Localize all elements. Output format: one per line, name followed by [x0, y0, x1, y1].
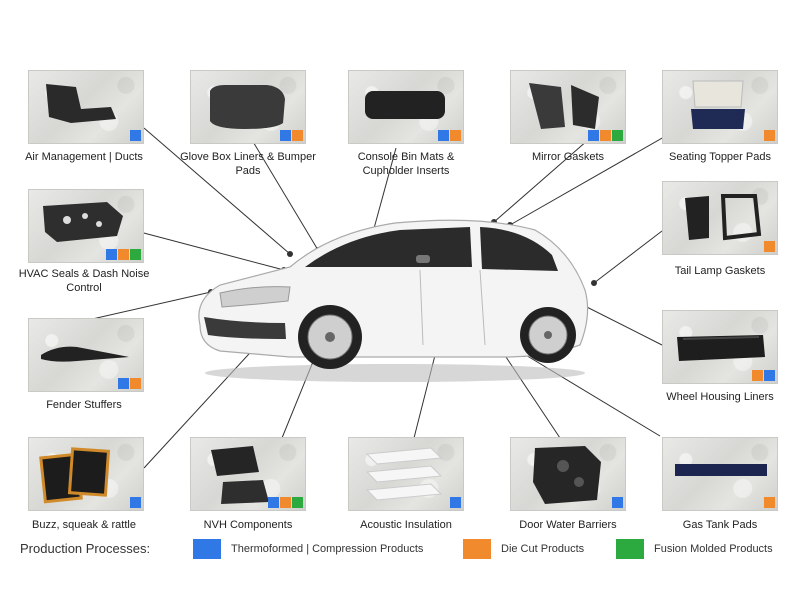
- process-badge-thermoformed: [764, 370, 775, 381]
- hvac-seal-image: [43, 202, 123, 242]
- label-door-water: Door Water Barriers: [519, 519, 617, 531]
- process-badges: [130, 497, 141, 508]
- label-acoustic-insulation: Acoustic Insulation: [360, 519, 452, 531]
- car-illustration: [198, 219, 589, 382]
- wheel-housing-liner-image: [677, 335, 765, 361]
- tile-gas-tank[interactable]: [662, 437, 778, 511]
- process-badges: [280, 130, 303, 141]
- process-badges: [764, 130, 775, 141]
- process-badge-die-cut: [764, 130, 775, 141]
- process-badge-die-cut: [600, 130, 611, 141]
- tile-mirror-gaskets[interactable]: [510, 70, 626, 144]
- process-badges: [268, 497, 303, 508]
- label-gas-tank: Gas Tank Pads: [682, 519, 758, 531]
- process-badges: [764, 241, 775, 252]
- process-badge-thermoformed: [130, 130, 141, 141]
- tile-glove-box[interactable]: [190, 70, 306, 144]
- process-badges: [764, 497, 775, 508]
- process-badge-thermoformed: [588, 130, 599, 141]
- label-mirror-gaskets: Mirror Gaskets: [531, 151, 605, 163]
- mirror-gasket-image: [529, 83, 599, 129]
- process-badge-die-cut: [752, 370, 763, 381]
- label-glove-box: Glove Box Liners & Bumper Pads: [180, 151, 316, 177]
- process-badge-die-cut: [764, 241, 775, 252]
- process-badge-thermoformed: [438, 130, 449, 141]
- label-air-management: Air Management | Ducts: [25, 151, 143, 163]
- label-console-bin: Console Bin Mats & Cupholder Inserts: [357, 151, 455, 177]
- glove-box-liner-image: [210, 85, 285, 129]
- process-badge-die-cut: [764, 497, 775, 508]
- legend-swatch-thermoformed: [193, 539, 221, 559]
- tail-lamp-gasket-image: [685, 194, 762, 241]
- process-badge-die-cut: [292, 130, 303, 141]
- process-badges: [106, 249, 141, 260]
- process-badges: [118, 378, 141, 389]
- label-buzz-squeak: Buzz, squeak & rattle: [32, 519, 136, 531]
- tile-seating-topper[interactable]: [662, 70, 778, 144]
- process-badges: [588, 130, 623, 141]
- process-badge-fusion: [292, 497, 303, 508]
- process-badge-thermoformed: [118, 378, 129, 389]
- tile-nvh-components[interactable]: [190, 437, 306, 511]
- label-seating-topper: Seating Topper Pads: [669, 151, 771, 163]
- nvh-component-image: [211, 446, 269, 504]
- legend-swatch-die-cut: [463, 539, 491, 559]
- process-badge-fusion: [130, 249, 141, 260]
- tile-air-management[interactable]: [28, 70, 144, 144]
- label-hvac-seals: HVAC Seals & Dash Noise Control: [18, 268, 150, 294]
- tile-buzz-squeak[interactable]: [28, 437, 144, 511]
- tile-fender-stuffers[interactable]: [28, 318, 144, 392]
- air-duct-image: [46, 84, 116, 123]
- tile-door-water[interactable]: [510, 437, 626, 511]
- gas-tank-pad-image: [675, 464, 767, 476]
- process-badge-thermoformed: [612, 497, 623, 508]
- process-badges: [612, 497, 623, 508]
- legend-label-thermoformed: Thermoformed | Compression Products: [231, 543, 424, 555]
- process-badges: [438, 130, 461, 141]
- legend-title: Production Processes:: [20, 541, 151, 556]
- buzz-squeak-pad-image: [39, 447, 111, 504]
- seating-topper-image: [691, 80, 745, 129]
- process-badge-thermoformed: [450, 497, 461, 508]
- door-water-barrier-image: [533, 446, 601, 504]
- tile-acoustic-insulation[interactable]: [348, 437, 464, 511]
- label-nvh-components: NVH Components: [203, 519, 293, 531]
- legend-swatch-fusion: [616, 539, 644, 559]
- legend-label-fusion: Fusion Molded Products: [654, 543, 773, 555]
- label-wheel-housing: Wheel Housing Liners: [666, 391, 774, 403]
- process-badge-die-cut: [280, 497, 291, 508]
- tile-wheel-housing[interactable]: [662, 310, 778, 384]
- process-badge-die-cut: [130, 378, 141, 389]
- process-badge-die-cut: [450, 130, 461, 141]
- label-tail-lamp: Tail Lamp Gaskets: [674, 265, 766, 277]
- process-badge-die-cut: [118, 249, 129, 260]
- process-badges: [130, 130, 141, 141]
- process-badge-thermoformed: [106, 249, 117, 260]
- process-badge-thermoformed: [280, 130, 291, 141]
- process-badges: [450, 497, 461, 508]
- process-badges: [752, 370, 775, 381]
- label-fender-stuffers: Fender Stuffers: [46, 399, 122, 411]
- console-bin-mat-image: [365, 91, 445, 119]
- tile-console-bin[interactable]: [348, 70, 464, 144]
- fender-stuffer-image: [41, 346, 129, 362]
- tile-hvac-seals[interactable]: [28, 189, 144, 263]
- process-badge-thermoformed: [268, 497, 279, 508]
- acoustic-insulation-image: [365, 447, 443, 501]
- process-badge-fusion: [612, 130, 623, 141]
- process-badge-thermoformed: [130, 497, 141, 508]
- legend-label-die-cut: Die Cut Products: [501, 543, 585, 555]
- tile-tail-lamp[interactable]: [662, 181, 778, 255]
